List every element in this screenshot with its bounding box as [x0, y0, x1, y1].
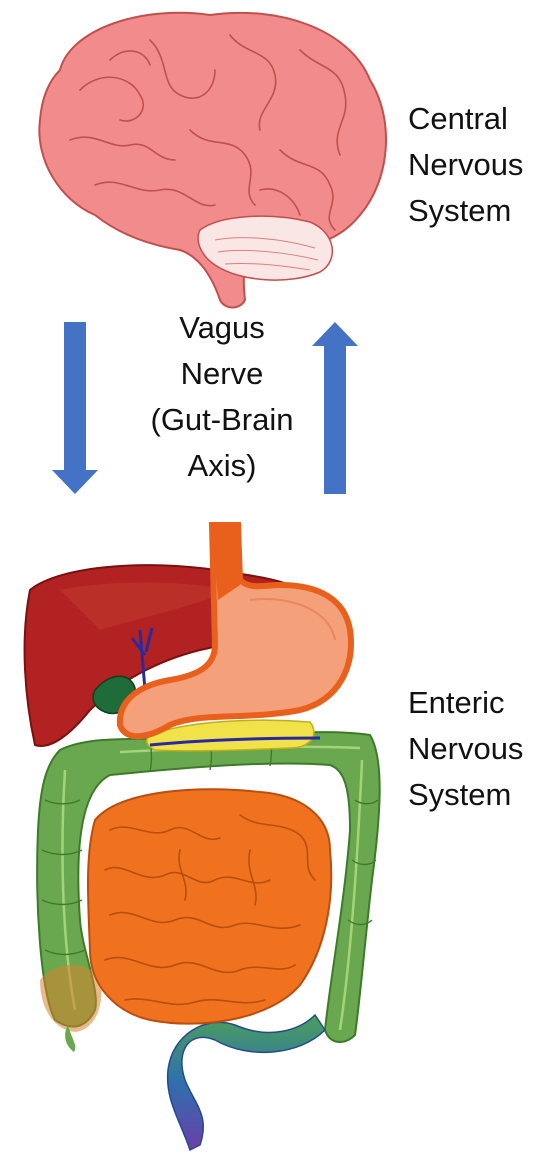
cns-label-line-3: System	[408, 193, 512, 228]
digestive-system-icon	[23, 522, 381, 1152]
vagus-nerve-label: Vagus Nerve (Gut-Brain Axis)	[122, 305, 322, 489]
cns-label-line-1: Central	[408, 101, 508, 136]
ens-label-line-1: Enteric	[408, 685, 505, 720]
cns-label-line-2: Nervous	[408, 147, 524, 182]
ens-label-line-2: Nervous	[408, 731, 524, 766]
central-nervous-system-label: Central Nervous System	[408, 96, 523, 234]
vagus-label-line-4: Axis)	[187, 448, 257, 483]
ens-label-line-3: System	[408, 777, 512, 812]
brain-icon	[38, 11, 387, 309]
vagus-label-line-1: Vagus	[179, 310, 265, 345]
vagus-label-line-2: Nerve	[180, 356, 264, 391]
enteric-nervous-system-label: Enteric Nervous System	[408, 680, 523, 818]
arrow-up-icon	[312, 322, 358, 494]
vagus-label-line-3: (Gut-Brain	[150, 402, 294, 437]
arrow-down-icon	[52, 322, 98, 494]
